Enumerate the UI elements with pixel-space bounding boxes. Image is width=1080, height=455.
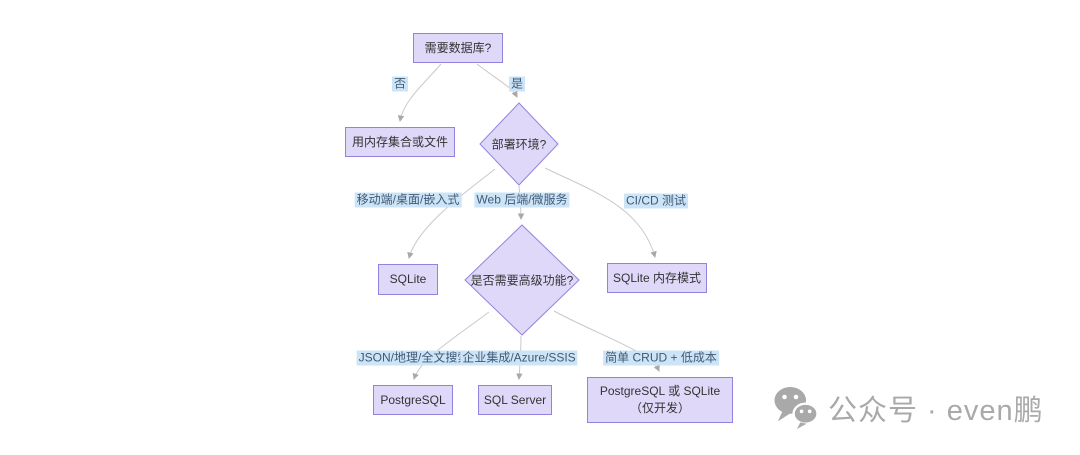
- wechat-icon: [774, 386, 819, 430]
- edge-label-cicd: CI/CD 测试: [623, 193, 689, 209]
- watermark-text: 公众号 · even鹏: [828, 395, 1044, 427]
- watermark: 公众号 · even鹏: [773, 386, 1044, 430]
- edge-label-json: JSON/地理/全文搜索: [356, 350, 472, 366]
- node-advanced-label: 是否需要高级功能?: [470, 273, 574, 288]
- edge-yes: [476, 63, 518, 98]
- node-deploy-env-label: 部署环境?: [491, 137, 547, 152]
- edge-label-enterprise: 企业集成/Azure/SSIS: [460, 350, 578, 366]
- edge-label-yes: 是: [508, 76, 526, 92]
- node-sqlite: SQLite: [378, 264, 438, 295]
- node-need-db: 需要数据库?: [413, 33, 503, 63]
- node-deploy-env-shape: [479, 102, 559, 186]
- node-sql-server: SQL Server: [478, 385, 552, 415]
- edge-label-no: 否: [391, 76, 409, 92]
- node-postgresql: PostgreSQL: [373, 385, 453, 415]
- edge-label-simple: 简单 CRUD + 低成本: [603, 350, 719, 366]
- edge-no: [397, 63, 442, 122]
- edge-json: [412, 311, 490, 380]
- edge-label-web: Web 后端/微服务: [474, 192, 570, 208]
- node-advanced-shape: [464, 224, 580, 336]
- node-sqlite-memory: SQLite 内存模式: [607, 263, 707, 293]
- node-memory-file: 用内存集合或文件: [345, 127, 455, 157]
- edge-label-mobile: 移动端/桌面/嵌入式: [354, 192, 462, 208]
- edge-mobile: [407, 168, 496, 259]
- edge-cicd: [544, 167, 657, 258]
- node-pg-or-sqlite: PostgreSQL 或 SQLite（仅开发）: [587, 377, 733, 423]
